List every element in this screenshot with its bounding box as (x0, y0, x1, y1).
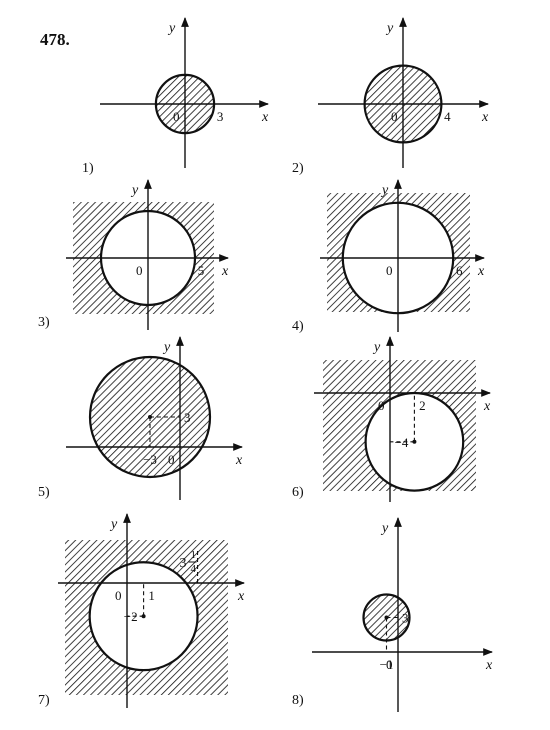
x-axis-label: x (481, 110, 489, 125)
tick-label-x: 6 (456, 263, 463, 278)
x-axis-label: x (235, 453, 243, 468)
x-axis-label: x (485, 658, 493, 673)
hatched-exterior-region (327, 193, 470, 314)
origin-label: 0 (168, 452, 175, 467)
figure-3: x y 0 5 3) (38, 179, 229, 330)
origin-label: 0 (386, 263, 393, 278)
figure-number-label: 5) (38, 485, 50, 500)
tick-label-x: 3 (217, 109, 224, 124)
tick-label-x: 5 (198, 263, 205, 278)
circle-center-point (384, 615, 389, 620)
origin-label: 0 (378, 398, 385, 413)
figure-number-label: 7) (38, 693, 50, 708)
origin-label: 0 (136, 263, 143, 278)
y-axis-label: y (130, 183, 139, 198)
y-axis-label: y (385, 21, 394, 36)
x-axis-label: x (477, 264, 485, 279)
tick-label-fraction-numerator: 1 (191, 549, 197, 561)
circle-center-point (141, 614, 146, 619)
figure-8: x y 0 3 −1 8) (292, 517, 493, 712)
y-axis-label: y (167, 21, 176, 36)
origin-label: 0 (115, 588, 122, 603)
tick-label-fraction-denominator: 4 (191, 563, 197, 575)
origin-label: 0 (173, 109, 180, 124)
y-axis-label: y (109, 517, 118, 532)
hatched-exterior-region (73, 202, 214, 314)
figure-number-label: 1) (82, 161, 94, 176)
figures-group: x y 0 3 1) x y 0 4 2) x y 0 5 3) x y 0 6 4) x y 0 3 −3 5) x y 0 2 −4 6)… (38, 17, 493, 712)
y-axis-label: y (380, 521, 389, 536)
y-axis-label: y (372, 340, 381, 355)
origin-label: 0 (391, 109, 398, 124)
hatched-exterior-region (65, 540, 228, 695)
tick-label-y: 3 (402, 611, 409, 626)
tick-label-x: −3 (143, 452, 157, 467)
figure-6: x y 0 2 −4 6) (292, 336, 491, 502)
x-axis-label: x (261, 110, 269, 125)
figure-number-label: 6) (292, 485, 304, 500)
x-axis-label: x (483, 399, 491, 414)
x-axis-label: x (221, 264, 229, 279)
tick-label-x: −1 (380, 657, 394, 672)
tick-label-mixed-whole: 3 (180, 556, 187, 571)
origin-label: 0 (386, 657, 393, 672)
tick-label-y: 3 (184, 410, 191, 425)
tick-label-x: 2 (419, 398, 426, 413)
figure-1: x y 0 3 1) (82, 17, 269, 176)
circle-boundary (88, 561, 199, 672)
figure-4: x y 0 6 4) (292, 179, 485, 334)
problem-number: 478. (40, 30, 70, 49)
tick-label-y: −2 (124, 609, 138, 624)
circle-center-point (412, 439, 417, 444)
tick-label-x: 4 (444, 109, 451, 124)
figure-2: x y 0 4 2) (292, 17, 489, 176)
figure-number-label: 3) (38, 315, 50, 330)
y-axis-label: y (162, 340, 171, 355)
tick-label-x: 1 (148, 588, 155, 603)
x-axis-label: x (237, 589, 245, 604)
figure-number-label: 4) (292, 319, 304, 334)
figure-5: x y 0 3 −3 5) (38, 336, 243, 500)
circle-center-point (148, 415, 152, 419)
y-axis-label: y (380, 183, 389, 198)
tick-label-y: −4 (395, 435, 409, 450)
figure-number-label: 2) (292, 161, 304, 176)
figure-number-label: 8) (292, 693, 304, 708)
